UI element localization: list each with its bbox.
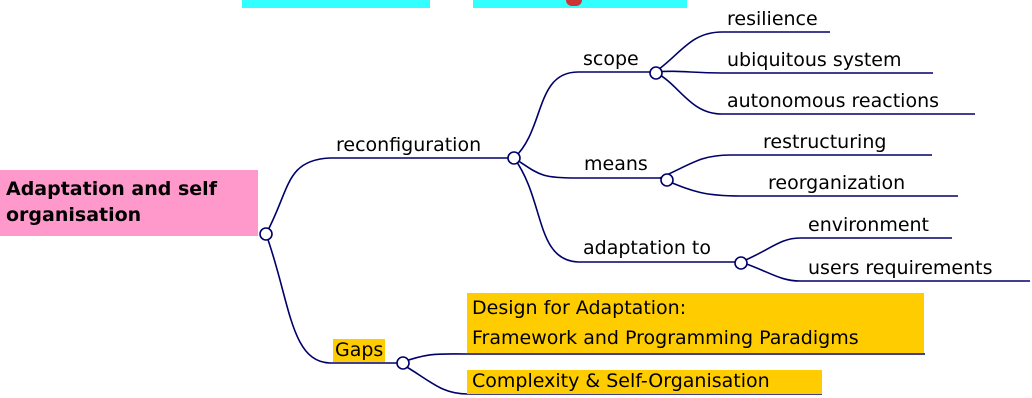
node-means: [660, 173, 674, 187]
top-box-left: [242, 0, 430, 8]
edge-scope-autonomous: [654, 71, 975, 115]
edge-reconfig-scope: [513, 71, 655, 159]
topic-design-line1: Design for Adaptation:: [472, 297, 687, 319]
root-topic[interactable]: Adaptation and self organisation: [0, 170, 258, 236]
edge-reconfig-means: [513, 157, 660, 179]
topic-reconfiguration[interactable]: reconfiguration: [336, 134, 482, 156]
node-root: [259, 227, 273, 241]
topic-design-line2: Framework and Programming Paradigms: [472, 327, 859, 349]
topic-resilience[interactable]: resilience: [727, 8, 818, 30]
node-gaps: [396, 356, 410, 370]
top-object-icon: [566, 0, 582, 6]
edge-scope-resilience: [654, 31, 830, 73]
topic-means[interactable]: means: [584, 153, 648, 175]
topic-ubiquitous-system[interactable]: ubiquitous system: [727, 49, 902, 71]
edge-gaps-design: [399, 353, 925, 364]
edge-root-gaps: [265, 233, 400, 364]
edge-reconfig-adaptation: [513, 157, 741, 263]
topic-environment[interactable]: environment: [808, 214, 930, 236]
topic-design-for-adaptation[interactable]: Design for Adaptation: Framework and Pro…: [467, 293, 924, 353]
topic-autonomous-reactions[interactable]: autonomous reactions: [727, 90, 940, 112]
topic-users-requirements[interactable]: users requirements: [808, 257, 993, 279]
root-topic-line2: organisation: [6, 204, 142, 226]
topic-complexity-self-organisation[interactable]: Complexity & Self-Organisation: [467, 370, 822, 394]
node-adaptation-to: [734, 256, 748, 270]
edge-adapt-users: [740, 261, 1030, 282]
topic-adaptation-to[interactable]: adaptation to: [583, 237, 712, 259]
topic-gaps[interactable]: Gaps: [333, 339, 386, 362]
node-scope: [649, 66, 663, 80]
node-reconfiguration: [507, 151, 521, 165]
edge-root-reconfiguration: [265, 157, 514, 235]
edge-scope-ubiquitous: [654, 70, 933, 74]
edge-adapt-environment: [740, 237, 952, 263]
topic-scope[interactable]: scope: [583, 48, 639, 70]
root-topic-line1: Adaptation and self: [6, 178, 217, 200]
topic-restructuring[interactable]: restructuring: [763, 131, 887, 153]
topic-reorganization[interactable]: reorganization: [768, 172, 906, 194]
